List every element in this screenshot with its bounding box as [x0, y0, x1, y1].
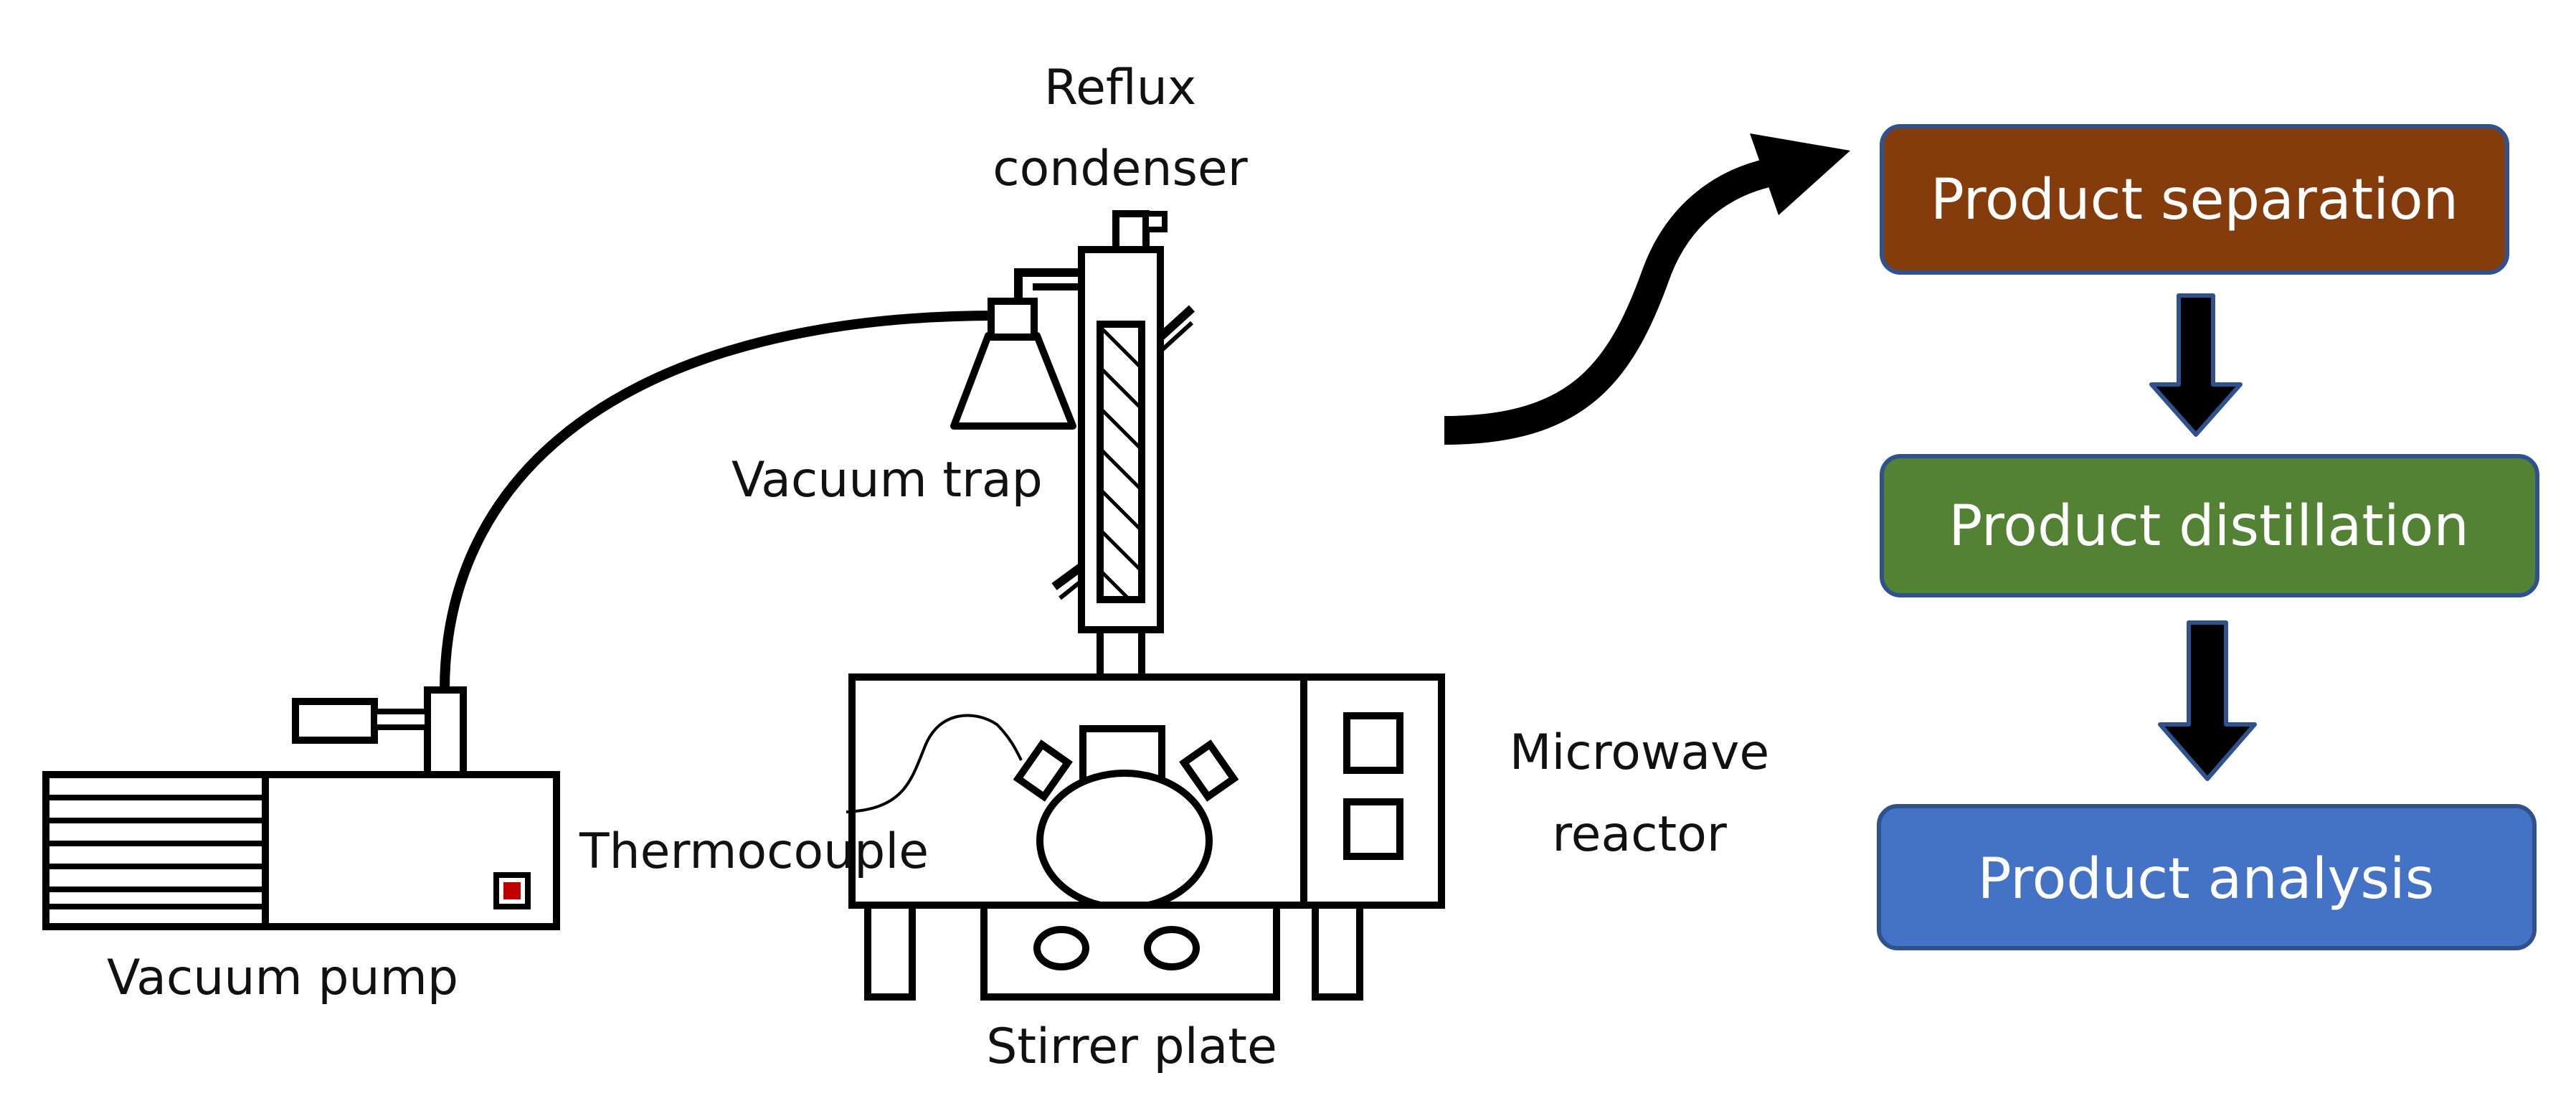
vacuum-hose [440, 311, 1002, 695]
thermocouple-label: Thermocouple [579, 823, 929, 880]
reactor-control-button-top [1343, 712, 1403, 774]
process-flow: Product separation Product distillation … [1877, 124, 2539, 950]
pump-inlet-port [424, 686, 467, 778]
microwave-reactor-label-line2: reactor [1552, 806, 1727, 863]
flow-arrow-1 [2149, 293, 2243, 437]
stirrer-plate-label: Stirrer plate [986, 1018, 1277, 1075]
microwave-reactor-label-line1: Microwave [1510, 724, 1769, 781]
reflux-condenser [1051, 210, 1195, 732]
pump-vent-grille [46, 795, 265, 909]
vacuum-pump-label: Vacuum pump [107, 950, 458, 1006]
flow-arrow-2 [2158, 620, 2257, 781]
flow-box-separation [1880, 124, 2509, 275]
reflux-condenser-label-line2: condenser [993, 141, 1247, 197]
flow-box-analysis [1877, 804, 2537, 950]
flow-box-analysis-label: Product analysis [1978, 847, 2435, 912]
stirrer-plate [980, 902, 1280, 1001]
thermocouple-wire [846, 714, 1023, 813]
flow-box-separation-label: Product separation [1931, 168, 2458, 232]
round-bottom-flask [1013, 725, 1239, 912]
reflux-condenser-label-line1: Reflux [1044, 60, 1196, 116]
vacuum-trap-label: Vacuum trap [731, 452, 1043, 509]
vacuum-pump [42, 686, 560, 930]
process-arrow [1444, 133, 1850, 445]
flow-box-distillation-label: Product distillation [1948, 494, 2469, 559]
vacuum-trap-flask [950, 268, 1084, 430]
flow-box-distillation [1880, 454, 2539, 597]
pump-valve-handle [292, 698, 378, 744]
reactor-control-button-bottom [1343, 798, 1403, 860]
